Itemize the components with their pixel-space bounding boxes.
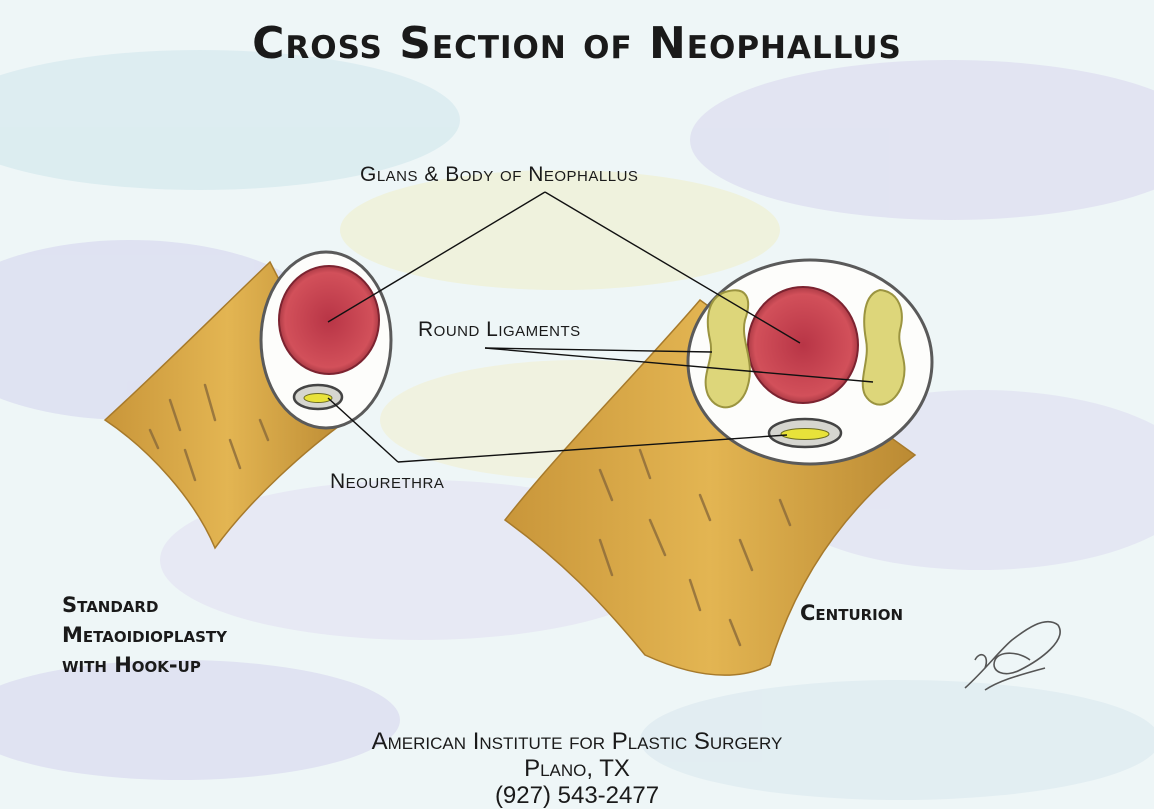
label-round-ligaments: Round Ligaments <box>418 318 581 342</box>
right-glans <box>748 287 858 403</box>
left-caption-line-1: Standard <box>62 590 227 620</box>
right-ligament-left <box>706 290 750 407</box>
left-caption-line-2: Metaoidioplasty <box>62 620 227 650</box>
left-glans <box>279 266 379 374</box>
left-cross-section <box>261 252 391 428</box>
label-glans-body: Glans & Body of Neophallus <box>360 163 638 187</box>
label-neourethra: Neourethra <box>330 470 444 494</box>
right-ligament-right <box>863 290 905 405</box>
signature <box>965 622 1060 690</box>
right-caption: Centurion <box>800 598 903 628</box>
left-caption-line-3: with Hook-up <box>62 650 227 680</box>
right-cross-section <box>688 260 932 464</box>
footer-institute: American Institute for Plastic Surgery <box>0 728 1154 755</box>
footer-location: Plano, TX <box>0 755 1154 782</box>
footer: American Institute for Plastic Surgery P… <box>0 728 1154 809</box>
left-caption: Standard Metaoidioplasty with Hook-up <box>62 590 227 680</box>
footer-phone: (927) 543-2477 <box>0 782 1154 809</box>
page-title: Cross Section of Neophallus <box>0 18 1154 69</box>
